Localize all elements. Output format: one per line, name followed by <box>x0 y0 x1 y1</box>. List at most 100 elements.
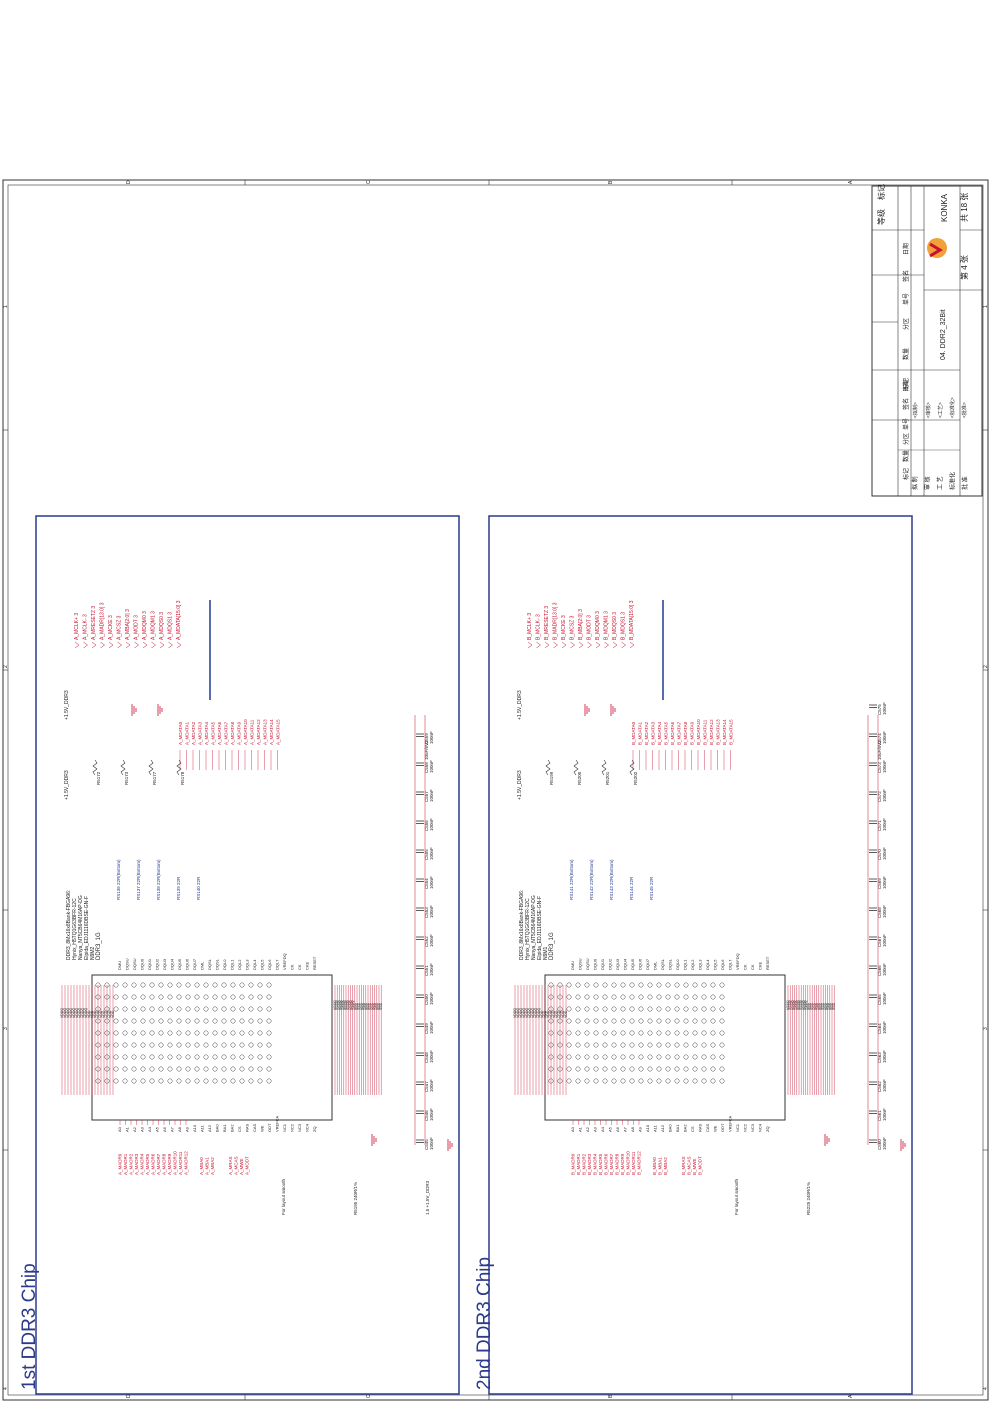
resistor-pack-label: RS145 22R <box>649 876 654 900</box>
vdd-pin-label: VDDQ <box>72 1008 76 1018</box>
ball-pad <box>602 1006 608 1012</box>
ground-icon <box>584 704 590 716</box>
title-process-by: <工艺> <box>938 402 944 418</box>
ball-pad <box>248 994 254 1000</box>
ball-pad <box>674 982 680 988</box>
hier-port-label: A_MCLK- 3 <box>83 614 89 640</box>
ball-pad <box>230 982 236 988</box>
data-net-label: A_MDATA2 <box>191 721 196 745</box>
border-letter: B <box>608 1394 614 1398</box>
chip-pin-left: A11 <box>200 1124 205 1132</box>
hier-port-icon <box>159 641 165 649</box>
chip-pin-right: CK <box>297 964 302 970</box>
ball-pad <box>647 982 653 988</box>
chip-pin-right: DQU6 <box>185 958 190 970</box>
title-header-cell: 数量 <box>902 450 910 462</box>
ball-pad <box>566 982 572 988</box>
part-description: Hynix_H5TQ1G63BFR-12C <box>72 898 78 960</box>
address-net-label: B_MADR9 <box>620 1153 625 1175</box>
panel-frame-2 <box>488 515 913 1395</box>
ball-pad <box>647 994 653 1000</box>
ball-pad <box>620 982 626 988</box>
vdd-pin-label: VDDQ <box>531 1008 535 1018</box>
vss-pin-label: VSS <box>373 1002 377 1010</box>
hier-port-label: A_MDQM1 3 <box>151 611 157 640</box>
ball-pad <box>167 1018 173 1024</box>
border-letter: B <box>608 180 614 184</box>
capacitor-label: C561 <box>877 1110 882 1121</box>
ball-pad <box>221 1066 227 1072</box>
chip-pin-right: DQU4 <box>170 958 175 970</box>
resistor-pack-label: RS137 22R(Bottom) <box>136 859 141 900</box>
hier-port-icon <box>612 641 618 649</box>
data-net-label: B_MDATA2 <box>644 721 649 745</box>
ball-pad <box>611 1066 617 1072</box>
resistor-symbol <box>601 759 607 776</box>
vdd-pin-label: VDDQ <box>84 1008 88 1018</box>
ball-pad <box>131 1066 137 1072</box>
ball-pad <box>575 1054 581 1060</box>
hier-port-label: B_MBA[2:0] 3 <box>578 609 584 640</box>
ball-pad <box>158 994 164 1000</box>
vss-pin-label: VSSQ <box>337 1000 341 1010</box>
chip-pin-right: DQU1 <box>147 958 152 970</box>
ball-pad <box>221 1030 227 1036</box>
ball-pad <box>656 1054 662 1060</box>
hier-port-icon <box>142 641 148 649</box>
chip-pin-right: DQL7 <box>728 959 733 970</box>
ball-pad <box>176 1006 182 1012</box>
ground-icon <box>371 1134 377 1146</box>
ball-pad <box>248 1078 254 1084</box>
chip-pin-right: DMU <box>570 961 575 970</box>
border-letter: A <box>848 180 854 184</box>
ball-pad <box>176 1054 182 1060</box>
hier-port-label: B_MADR[13:0] 3 <box>553 602 559 640</box>
chip-pin-left: NC1 <box>735 1123 740 1132</box>
ball-pad <box>203 1018 209 1024</box>
ball-pad <box>266 1030 272 1036</box>
ball-pad <box>593 1006 599 1012</box>
resistor-symbol <box>629 759 635 776</box>
ball-pad <box>593 994 599 1000</box>
vdd-pin-label: VDDQ <box>60 1008 64 1018</box>
ball-pad <box>710 1066 716 1072</box>
vss-pin-label: VSS <box>826 1002 830 1010</box>
capacitor-label: C560 <box>877 1139 882 1150</box>
chip-pin-right: DQU3 <box>615 958 620 970</box>
vdd-pin-label: VDD <box>102 1010 106 1018</box>
vdd-pin-label: VDDQ <box>537 1008 541 1018</box>
ball-pad <box>257 1006 263 1012</box>
capacitor-label: C550 <box>424 994 429 1005</box>
ball-pad <box>158 1030 164 1036</box>
address-net-label: B_MADR1 <box>576 1153 581 1175</box>
sheet-frame <box>2 179 989 1401</box>
ball-pad <box>692 1054 698 1060</box>
address-net-label: A_MADR8 <box>162 1153 167 1175</box>
chip-pin-right: RESET <box>765 956 770 970</box>
chip-pin-left: RAS <box>245 1123 250 1132</box>
ball-pad <box>656 1042 662 1048</box>
data-net-label: A_MDATA3 <box>198 721 203 745</box>
data-net-label: A_MDATA15 <box>276 719 281 745</box>
ball-pad <box>692 1078 698 1084</box>
hier-port-label: B_MDQS1 3 <box>621 612 627 640</box>
chip-pin-left: A10 <box>192 1124 197 1132</box>
chip-pin-right: DQSU <box>585 958 590 970</box>
ball-pad <box>167 1006 173 1012</box>
ball-pad <box>620 1018 626 1024</box>
title-block: 等级 标记 KONKA 04. DDR2_32Bit 第 4 张 共 18 张 … <box>871 184 983 497</box>
part-description: Nanya_NT5CB64M16AP-DG <box>531 895 537 960</box>
ball-pad <box>248 982 254 988</box>
capacitor-value: 100nF <box>429 963 434 976</box>
capacitor-value: 100nF <box>429 1021 434 1034</box>
ball-pad <box>566 1030 572 1036</box>
vdd-pin-label: VDDQ <box>519 1008 523 1018</box>
ball-pad <box>575 1030 581 1036</box>
capacitor-value: 100nF <box>429 934 434 947</box>
chip-pin-right: DML <box>653 961 658 970</box>
ball-pad <box>719 994 725 1000</box>
chip-pin-right: DQL1 <box>230 959 235 970</box>
ball-pad <box>611 1054 617 1060</box>
ball-pad <box>620 1030 626 1036</box>
capacitor-value: 100nF <box>429 992 434 1005</box>
